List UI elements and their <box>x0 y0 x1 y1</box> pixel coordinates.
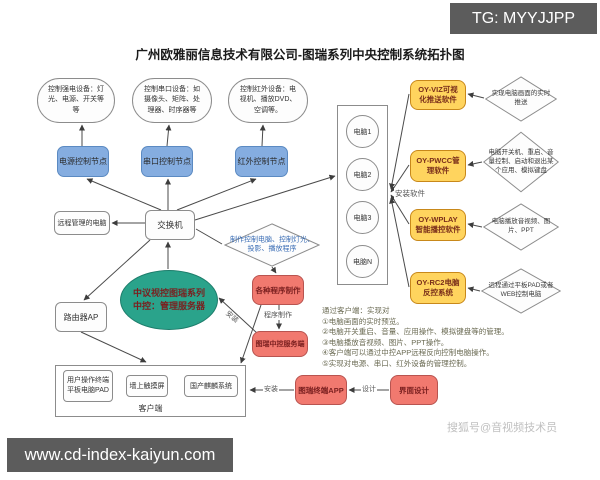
client-group-label: 客户端 <box>138 404 163 413</box>
client-pad-terminal: 用户操作终端平板电脑PAD <box>63 370 113 402</box>
client-functions-line: ⑤实现对电源、串口、红外设备的管理控制。 <box>322 358 472 368</box>
software-oy-wplay: OY-WPLAY智能播控软件 <box>410 209 466 241</box>
desc-diamond-pwcc: 电脑开关机、重启、音量控制、启动和退出某个应用、模拟键盘 <box>483 131 559 193</box>
software-oy-viz: OY-VIZ可视化推送软件 <box>410 80 466 110</box>
client-functions-line: ②电脑开关重启、音量、应用操作、模拟键盘等的管理。 <box>322 327 509 337</box>
design-label: 设计 <box>361 384 377 394</box>
program-making-label: 程序制作 <box>263 310 293 320</box>
device-group-infrared: 控制红外设备：电视机、播放DVD、空调等。 <box>228 78 308 123</box>
central-control-server-box: 图瑞中控服务端 <box>252 331 308 357</box>
computer-1: 电脑1 <box>346 115 379 148</box>
desc-diamond-rc2-text: 远程通过平板PAD或者WEB控制电脑 <box>488 282 554 298</box>
program-production-diamond: 制作控制电脑、控制灯光、投影、播放程序 <box>224 223 320 267</box>
client-functions-line: ④客户端可以通过中控APP远程反向控制电脑操作。 <box>322 348 494 358</box>
network-switch: 交换机 <box>145 210 195 240</box>
desc-diamond-wplay-text: 电脑播放音视频、图片、PPT <box>491 218 551 234</box>
node-serial-control: 串口控制节点 <box>141 146 193 177</box>
client-wall-touchscreen: 墙上触摸屏 <box>126 375 168 397</box>
program-production-box: 各种程序制作 <box>252 275 304 305</box>
desc-diamond-wplay: 电脑播放音视频、图片、PPT <box>483 203 559 251</box>
terminal-app-box: 图瑞终端APP <box>295 375 347 405</box>
node-power-control: 电源控制节点 <box>57 146 109 177</box>
url-watermark-badge: www.cd-index-kaiyun.com <box>7 438 233 472</box>
router-ap: 路由器AP <box>55 302 107 332</box>
sohu-watermark: 搜狐号@音视频技术员 <box>447 422 558 434</box>
install-software-label: 安装软件 <box>394 188 426 199</box>
device-group-serial: 控制串口设备：如摄像头、矩阵、处理器、时序器等 <box>132 78 212 123</box>
client-kylin-system: 国产麒麟系统 <box>184 375 238 397</box>
computer-3: 电脑3 <box>346 201 379 234</box>
client-functions-line: ①电脑画面的实时预览。 <box>322 316 404 326</box>
desc-diamond-pwcc-text: 电脑开关机、重启、音量控制、启动和退出某个应用、模拟键盘 <box>488 148 554 174</box>
node-infrared-control: 红外控制节点 <box>235 146 288 177</box>
program-production-diamond-text: 制作控制电脑、控制灯光、投影、播放程序 <box>230 236 314 253</box>
client-functions-line: ③电脑播放音视频、图片、PPT操作。 <box>322 337 449 347</box>
client-functions-text: 通过客户端：实现对 ①电脑画面的实时预览。 ②电脑开关重启、音量、应用操作、模拟… <box>322 306 534 370</box>
management-server: 中议视控图瑞系列中控：管理服务器 <box>120 270 218 330</box>
client-functions-line: 通过客户端：实现对 <box>322 306 390 315</box>
tg-watermark-badge: TG: MYYJJPP <box>450 3 597 34</box>
ui-design-box: 界面设计 <box>390 375 438 405</box>
remote-management-pc: 远程管理的电脑 <box>54 211 110 235</box>
desc-diamond-viz-text: 实现电脑画面的实时推送 <box>491 90 551 106</box>
software-oy-rc2: OY-RC2电脑反控系统 <box>410 272 466 304</box>
diagram-title: 广州欧雅丽信息技术有限公司-图瑞系列中央控制系统拓扑图 <box>135 48 465 62</box>
install-app-label: 安装 <box>263 384 279 394</box>
desc-diamond-viz: 实现电脑画面的实时推送 <box>485 76 557 122</box>
software-oy-pwcc: OY-PWCC管理软件 <box>410 150 466 182</box>
computer-n: 电脑N <box>346 245 379 278</box>
computer-2: 电脑2 <box>346 158 379 191</box>
device-group-power: 控制强电设备：灯光、电源、开关等等 <box>37 78 115 123</box>
desc-diamond-rc2: 远程通过平板PAD或者WEB控制电脑 <box>481 268 561 314</box>
